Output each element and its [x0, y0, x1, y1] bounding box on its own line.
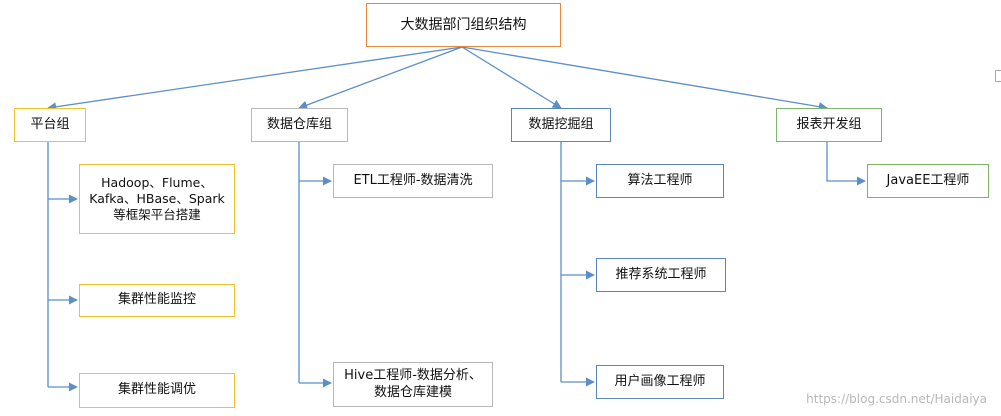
edge-root-warehouse [298, 46, 463, 110]
platform-item-monitor: 集群性能监控 [79, 284, 235, 317]
platform-item-framework: Hadoop、Flume、Kafka、HBase、Spark等框架平台搭建 [79, 164, 235, 234]
scrollbar-edge-tab[interactable] [995, 70, 1001, 82]
root-node: 大数据部门组织结构 [366, 3, 561, 47]
edge-root-report [461, 46, 828, 112]
mining-item-algorithm: 算法工程师 [596, 164, 724, 198]
edge-root-platform [47, 46, 463, 112]
group-mining: 数据挖掘组 [511, 108, 611, 142]
watermark: https://blog.csdn.net/Haidaiya [806, 392, 987, 406]
warehouse-item-etl: ETL工程师-数据清洗 [333, 164, 493, 198]
group-platform: 平台组 [14, 108, 86, 142]
group-report: 报表开发组 [776, 108, 882, 142]
edge-report-spine [826, 142, 866, 186]
platform-item-tuning: 集群性能调优 [79, 373, 235, 408]
group-warehouse: 数据仓库组 [251, 108, 348, 142]
mining-item-recommend: 推荐系统工程师 [596, 258, 726, 292]
report-item-javaee: JavaEE工程师 [867, 164, 989, 198]
edge-root-mining [461, 46, 562, 109]
warehouse-item-hive: Hive工程师-数据分析、数据仓库建模 [333, 362, 493, 407]
mining-item-profile: 用户画像工程师 [596, 365, 724, 399]
